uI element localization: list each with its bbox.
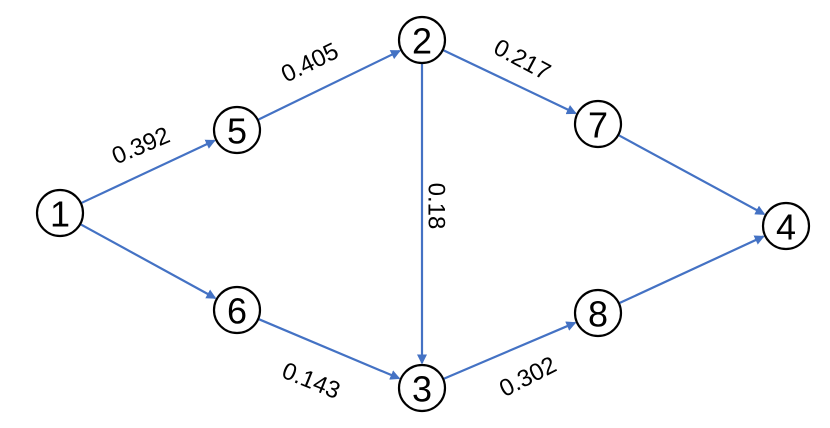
edge-label-5-2: 0.405 bbox=[277, 38, 343, 89]
node-circle-3 bbox=[397, 363, 447, 413]
nodes-layer: 1 5 6 2 3 7 8 4 bbox=[35, 15, 811, 413]
node-circle-4 bbox=[761, 201, 811, 251]
node-label-7: 7 bbox=[588, 105, 608, 146]
edge-label-1-5: 0.392 bbox=[108, 122, 174, 170]
edge-6-3 bbox=[258, 318, 401, 380]
edge-7-4 bbox=[618, 134, 766, 216]
node-circle-8 bbox=[573, 288, 623, 338]
node-8: 8 bbox=[573, 288, 623, 338]
edge-label-2-7: 0.217 bbox=[489, 34, 555, 86]
node-5: 5 bbox=[212, 105, 262, 155]
node-label-8: 8 bbox=[588, 294, 608, 335]
node-label-2: 2 bbox=[412, 21, 432, 62]
node-label-6: 6 bbox=[227, 291, 247, 332]
edge-2-7 bbox=[443, 49, 577, 115]
node-circle-5 bbox=[212, 105, 262, 155]
edge-1-5 bbox=[81, 139, 216, 204]
node-label-5: 5 bbox=[227, 111, 247, 152]
node-label-3: 3 bbox=[412, 369, 432, 410]
node-2: 2 bbox=[397, 15, 447, 65]
node-circle-6 bbox=[212, 285, 262, 335]
edges-layer: 0.392 0.405 0.217 0.18 0.143 0.302 bbox=[80, 34, 766, 405]
edge-3-8 bbox=[443, 321, 577, 380]
node-6: 6 bbox=[212, 285, 262, 335]
edge-label-3-8: 0.302 bbox=[495, 351, 561, 402]
node-circle-1 bbox=[35, 188, 85, 238]
node-1: 1 bbox=[35, 188, 85, 238]
edge-8-4 bbox=[619, 235, 765, 304]
node-7: 7 bbox=[573, 99, 623, 149]
node-4: 4 bbox=[761, 201, 811, 251]
edge-5-2 bbox=[258, 49, 401, 121]
edge-label-2-3: 0.18 bbox=[423, 183, 450, 230]
node-circle-7 bbox=[573, 99, 623, 149]
node-label-1: 1 bbox=[50, 194, 70, 235]
node-circle-2 bbox=[397, 15, 447, 65]
node-label-4: 4 bbox=[776, 207, 796, 248]
edge-1-6 bbox=[80, 223, 217, 299]
node-3: 3 bbox=[397, 363, 447, 413]
edge-label-6-3: 0.143 bbox=[278, 357, 344, 405]
